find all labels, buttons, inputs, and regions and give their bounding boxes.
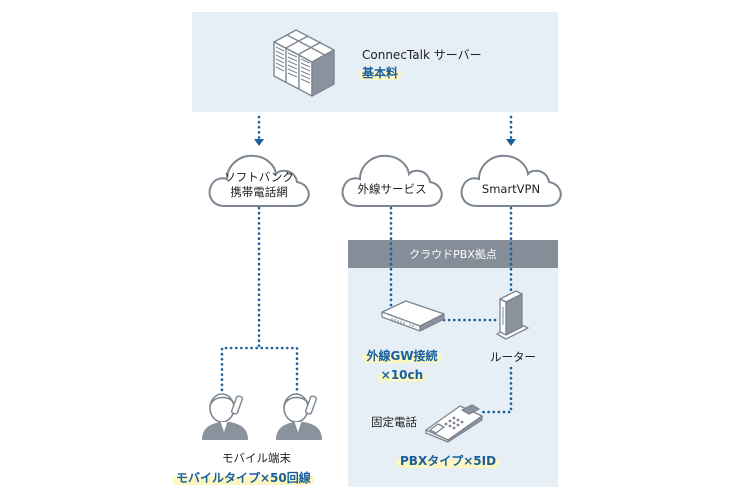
cloud-label-external-service: 外線サービス (338, 182, 446, 197)
connector-router-to-phone (478, 366, 513, 414)
cloud-label-smartvpn: SmartVPN (457, 182, 565, 197)
mobile-user-icon (276, 393, 322, 440)
cloud-label-line: SmartVPN (481, 182, 541, 196)
gateway-tag: 外線GW接続 ×10ch (360, 345, 444, 383)
mobile-tag: モバイルタイプ×50回線 (172, 469, 315, 486)
cloud-pbx-band: クラウドPBX拠点 (348, 240, 558, 268)
cloud-icon (460, 154, 562, 207)
cloud-icon (341, 154, 443, 207)
server-title: ConnecTalk サーバー (362, 48, 482, 62)
server-panel (192, 12, 558, 112)
server-price-tag: 基本料 (358, 64, 403, 81)
router-label: ルーター (490, 350, 536, 364)
router-icon (496, 290, 529, 340)
gateway-device-icon (381, 300, 445, 332)
mobile-label: モバイル端末 (222, 451, 291, 465)
cloud-label-line: 携帯電話網 (230, 185, 288, 199)
desk-phone-icon (425, 404, 483, 443)
arrow-down-icon (506, 139, 516, 146)
cloud-pbx-label: クラウドPBX拠点 (409, 248, 497, 261)
server-rack-icon (273, 29, 335, 97)
gateway-tag-line: ×10ch (376, 368, 428, 382)
cloud-icon (208, 154, 310, 207)
mobile-user-icon (202, 393, 248, 440)
desk-phone-tag: PBXタイプ×5ID (396, 452, 501, 469)
arrow-down-icon (254, 139, 264, 146)
desk-phone-label: 固定電話 (371, 415, 417, 429)
cloud-label-mobile-network: ソフトバンク 携帯電話網 (205, 170, 313, 200)
connector-mobile-branch (220, 346, 299, 397)
cloud-label-line: 外線サービス (357, 182, 427, 196)
gateway-tag-line: 外線GW接続 (362, 347, 442, 364)
cloud-label-line: ソフトバンク (224, 170, 294, 184)
